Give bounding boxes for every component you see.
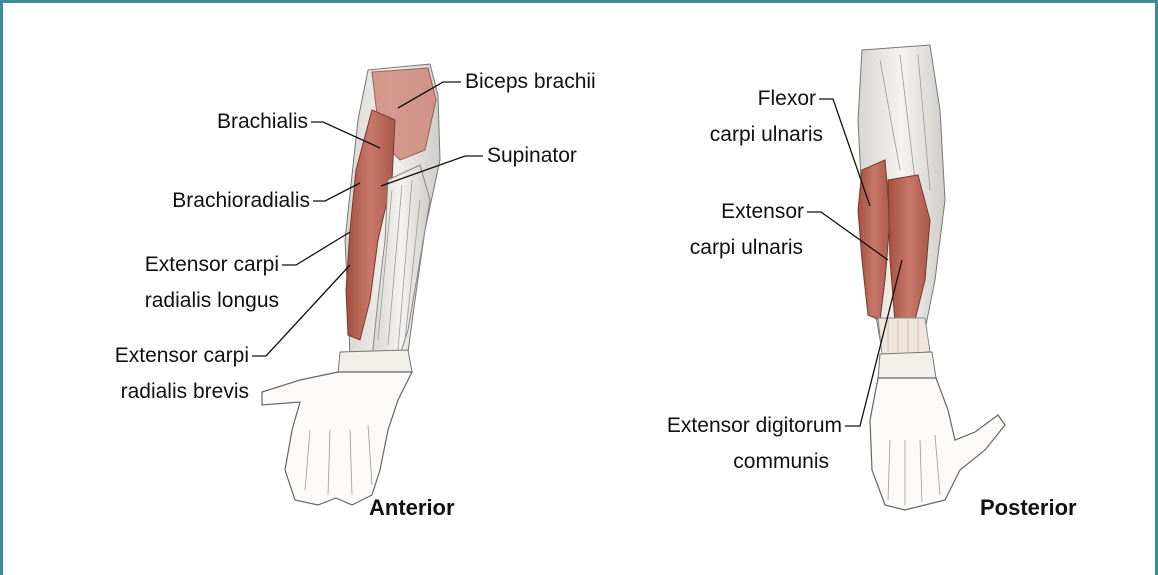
label-supinator: Supinator — [487, 144, 577, 168]
label-ecrl-line1: Extensor carpi — [80, 253, 279, 277]
anterior-hand — [262, 372, 412, 505]
anterior-wrist — [338, 350, 412, 374]
label-edc-line2: communis — [600, 450, 829, 474]
view-title-posterior: Posterior — [980, 495, 1077, 521]
label-ecrb-line2: radialis brevis — [50, 380, 249, 404]
label-edc-line1: Extensor digitorum — [600, 414, 842, 438]
label-brachialis: Brachialis — [150, 110, 308, 134]
label-ecrl-line2: radialis longus — [80, 289, 279, 313]
view-title-anterior: Anterior — [369, 495, 455, 521]
posterior-forearm — [858, 45, 1005, 510]
label-ecu-line2: carpi ulnaris — [660, 236, 803, 260]
label-brachioradialis: Brachioradialis — [100, 189, 310, 213]
leader-ecrl — [282, 232, 350, 265]
label-fcu-line2: carpi ulnaris — [680, 123, 823, 147]
label-biceps-brachii: Biceps brachii — [465, 70, 596, 94]
label-ecu-line1: Extensor — [660, 200, 804, 224]
label-fcu-line1: Flexor — [680, 87, 816, 111]
posterior-wrist — [878, 352, 936, 380]
label-ecrb-line1: Extensor carpi — [50, 344, 249, 368]
